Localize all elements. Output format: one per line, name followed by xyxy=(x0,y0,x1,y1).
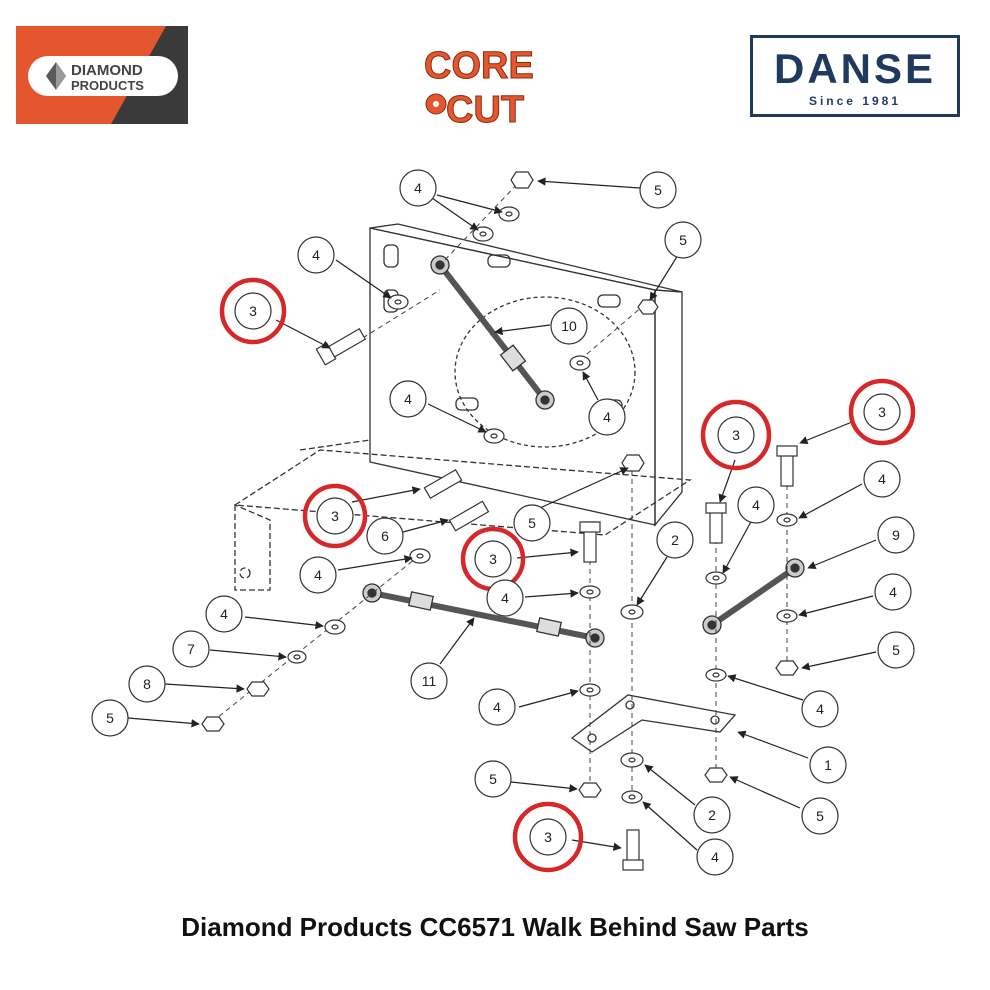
lower-frame xyxy=(233,439,692,591)
callout-2-lower: 2 xyxy=(708,807,716,823)
callout-3-center-left: 3 xyxy=(331,508,339,524)
callout-4-bracket: 4 xyxy=(816,701,824,717)
callout-4-right: 4 xyxy=(752,497,760,513)
callout-3-right: 3 xyxy=(732,427,740,443)
callout-11: 11 xyxy=(422,673,437,689)
logo-danse-name: DANSE xyxy=(774,45,936,92)
saw-blade-icon xyxy=(425,93,447,115)
logo-danse-since: Since 1981 xyxy=(809,94,901,108)
bolt-center-left xyxy=(423,468,463,500)
diamond-products-logo: DIAMOND PRODUCTS xyxy=(16,26,188,124)
callout-4-plate: 4 xyxy=(603,409,611,425)
callout-5-center: 5 xyxy=(528,515,536,531)
exploded-parts-diagram: 3 3 3 3 3 3 4 4 4 4 4 4 4 4 4 4 4 4 4 5 … xyxy=(91,169,916,876)
callout-3-bottom: 3 xyxy=(544,829,552,845)
callout-bubbles xyxy=(91,169,915,876)
logo-corecut-line2: CUT xyxy=(446,89,524,130)
callout-3-center: 3 xyxy=(489,551,497,567)
washer-icons xyxy=(287,206,798,804)
callout-9: 9 xyxy=(892,527,900,543)
callout-4-mid-left: 4 xyxy=(404,391,412,407)
turnbuckle-10 xyxy=(430,255,555,410)
danse-logo: DANSE Since 1981 xyxy=(750,35,960,117)
callout-5-plate: 5 xyxy=(679,232,687,248)
callout-numbers: 3 3 3 3 3 3 4 4 4 4 4 4 4 4 4 4 4 4 4 5 … xyxy=(106,180,900,865)
core-cut-logo: CORE CUT xyxy=(424,45,535,131)
callout-4-right-lower: 4 xyxy=(889,584,897,600)
callout-4-center: 4 xyxy=(501,590,509,606)
bolt-right-2 xyxy=(776,445,798,487)
bolt-icons xyxy=(315,327,798,871)
callout-5-bottom-right: 5 xyxy=(816,808,824,824)
bolt-right-1 xyxy=(705,502,727,544)
callout-4-far-right: 4 xyxy=(878,471,886,487)
callout-1: 1 xyxy=(824,757,832,773)
callout-7: 7 xyxy=(187,641,195,657)
logo-corecut-line1: CORE xyxy=(424,45,534,87)
callout-5-far-left: 5 xyxy=(106,710,114,726)
callout-8: 8 xyxy=(143,676,151,692)
logo-diamond-line1: DIAMOND xyxy=(71,62,143,79)
bolt-mid xyxy=(579,521,601,563)
callout-10: 10 xyxy=(561,318,577,334)
l-bracket-1 xyxy=(570,694,737,753)
callout-4-far-left: 4 xyxy=(220,606,228,622)
diamond-icon xyxy=(46,62,66,90)
bolt-6 xyxy=(448,500,490,532)
mounting-plate xyxy=(369,223,683,527)
leader-lines xyxy=(127,177,877,851)
callout-4-top: 4 xyxy=(414,180,422,196)
callout-5-top: 5 xyxy=(654,182,662,198)
callout-4-upper-left: 4 xyxy=(312,247,320,263)
callout-3-far-right: 3 xyxy=(878,404,886,420)
turnbuckle-9 xyxy=(702,558,805,635)
nut-icons xyxy=(201,171,799,798)
callout-5-right: 5 xyxy=(892,642,900,658)
bolt-bottom xyxy=(622,829,644,871)
callout-2-upper: 2 xyxy=(671,532,679,548)
callout-4-bottom: 4 xyxy=(711,849,719,865)
page-caption: Diamond Products CC6571 Walk Behind Saw … xyxy=(181,912,809,942)
logo-diamond-line2: PRODUCTS xyxy=(71,78,144,93)
bolt-top-left xyxy=(315,327,367,366)
callout-5-lower: 5 xyxy=(489,771,497,787)
callout-4-lower-left: 4 xyxy=(314,567,322,583)
callout-4-lower-center: 4 xyxy=(493,699,501,715)
callout-6: 6 xyxy=(381,528,389,544)
callout-3-top-left: 3 xyxy=(249,303,257,319)
